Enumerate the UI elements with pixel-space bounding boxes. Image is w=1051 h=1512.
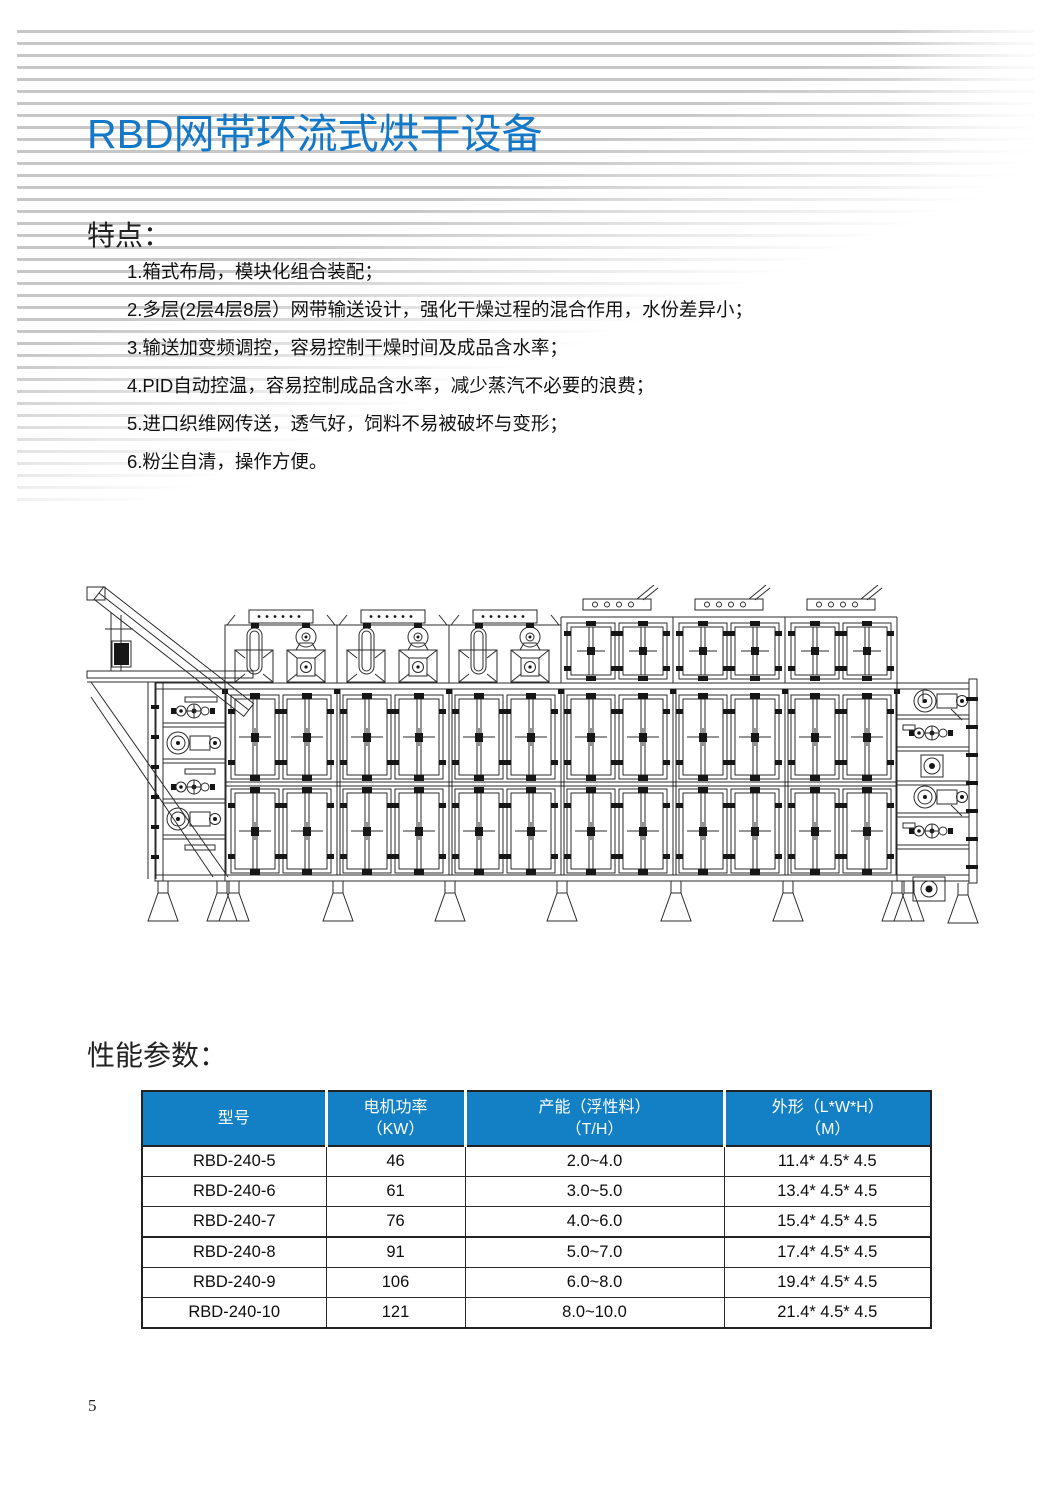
specs-heading: 性能参数： bbox=[87, 1040, 228, 1071]
specs-table: 型号 电机功率（KW） 产能（浮性料）（T/H） 外形（L*W*H）（M） RB… bbox=[141, 1090, 932, 1330]
cell-dimensions: 11.4* 4.5* 4.5 bbox=[723, 1145, 932, 1178]
cell-power: 106 bbox=[325, 1267, 466, 1299]
table-row: RBD-240-10 121 8.0~10.0 21.4* 4.5* 4.5 bbox=[141, 1297, 932, 1329]
features-heading: 特点： bbox=[87, 220, 172, 251]
table-row: RBD-240-5 46 2.0~4.0 11.4* 4.5* 4.5 bbox=[141, 1145, 932, 1178]
table-row: RBD-240-9 106 6.0~8.0 19.4* 4.5* 4.5 bbox=[141, 1267, 932, 1299]
feature-item: 5.进口织维网传送，透气好，饲料不易被破坏与变形； bbox=[127, 413, 568, 434]
fan-units bbox=[224, 609, 562, 684]
cell-power: 61 bbox=[325, 1176, 466, 1208]
table-row: RBD-240-8 91 5.0~7.0 17.4* 4.5* 4.5 bbox=[141, 1236, 932, 1269]
col-header-dimensions: 外形（L*W*H）（M） bbox=[722, 1091, 931, 1148]
right-drive-section bbox=[896, 678, 978, 902]
feature-item: 2.多层(2层4层8层）网带输送设计，强化干燥过程的混合作用，水份差异小； bbox=[127, 299, 753, 320]
cell-model: RBD-240-6 bbox=[141, 1176, 327, 1208]
col-header-capacity: 产能（浮性料）（T/H） bbox=[463, 1091, 724, 1148]
cell-capacity: 5.0~7.0 bbox=[464, 1236, 725, 1269]
cell-capacity: 8.0~10.0 bbox=[464, 1297, 725, 1329]
cell-capacity: 2.0~4.0 bbox=[464, 1145, 725, 1178]
cell-capacity: 4.0~6.0 bbox=[464, 1206, 725, 1239]
feature-item: 1.箱式布局，模块化组合装配； bbox=[127, 261, 383, 282]
decorative-stripes bbox=[17, 30, 1034, 504]
infeed-conveyor bbox=[86, 585, 255, 879]
cell-model: RBD-240-5 bbox=[141, 1145, 327, 1178]
cell-model: RBD-240-8 bbox=[141, 1236, 327, 1269]
left-drive-section bbox=[151, 682, 226, 882]
cell-capacity: 6.0~8.0 bbox=[464, 1267, 725, 1299]
feature-item: 6.粉尘自清，操作方便。 bbox=[127, 451, 328, 472]
cell-power: 91 bbox=[325, 1236, 466, 1269]
cell-power: 121 bbox=[325, 1297, 466, 1329]
cell-model: RBD-240-7 bbox=[141, 1206, 327, 1239]
cell-dimensions: 19.4* 4.5* 4.5 bbox=[723, 1267, 932, 1299]
cell-capacity: 3.0~5.0 bbox=[464, 1176, 725, 1208]
cell-model: RBD-240-9 bbox=[141, 1267, 327, 1299]
col-header-model: 型号 bbox=[142, 1091, 326, 1148]
support-feet bbox=[147, 880, 979, 924]
cell-power: 76 bbox=[325, 1206, 466, 1239]
cell-model: RBD-240-10 bbox=[141, 1297, 327, 1329]
cell-dimensions: 17.4* 4.5* 4.5 bbox=[723, 1236, 932, 1269]
feature-item: 3.输送加变频调控，容易控制干燥时间及成品含水率； bbox=[127, 337, 568, 358]
table-row: RBD-240-6 61 3.0~5.0 13.4* 4.5* 4.5 bbox=[141, 1176, 932, 1208]
cell-power: 46 bbox=[325, 1145, 466, 1178]
feature-item: 4.PID自动控温，容易控制成品含水率，减少蒸汽不必要的浪费； bbox=[127, 375, 655, 396]
cell-dimensions: 15.4* 4.5* 4.5 bbox=[723, 1206, 932, 1239]
feature-list: 1.箱式布局，模块化组合装配； 2.多层(2层4层8层）网带输送设计，强化干燥过… bbox=[127, 253, 753, 481]
cell-dimensions: 21.4* 4.5* 4.5 bbox=[723, 1297, 932, 1329]
table-row: RBD-240-7 76 4.0~6.0 15.4* 4.5* 4.5 bbox=[141, 1206, 932, 1239]
page-number: 5 bbox=[88, 1396, 97, 1415]
vent-units bbox=[560, 585, 898, 684]
cell-dimensions: 13.4* 4.5* 4.5 bbox=[723, 1176, 932, 1208]
machine-technical-drawing bbox=[86, 585, 979, 924]
machine-frame bbox=[155, 682, 969, 882]
col-header-motor-power: 电机功率（KW） bbox=[324, 1091, 465, 1148]
specs-table-header: 型号 电机功率（KW） 产能（浮性料）（T/H） 外形（L*W*H）（M） bbox=[142, 1091, 931, 1148]
page-title: RBD网带环流式烘干设备 bbox=[87, 111, 543, 157]
